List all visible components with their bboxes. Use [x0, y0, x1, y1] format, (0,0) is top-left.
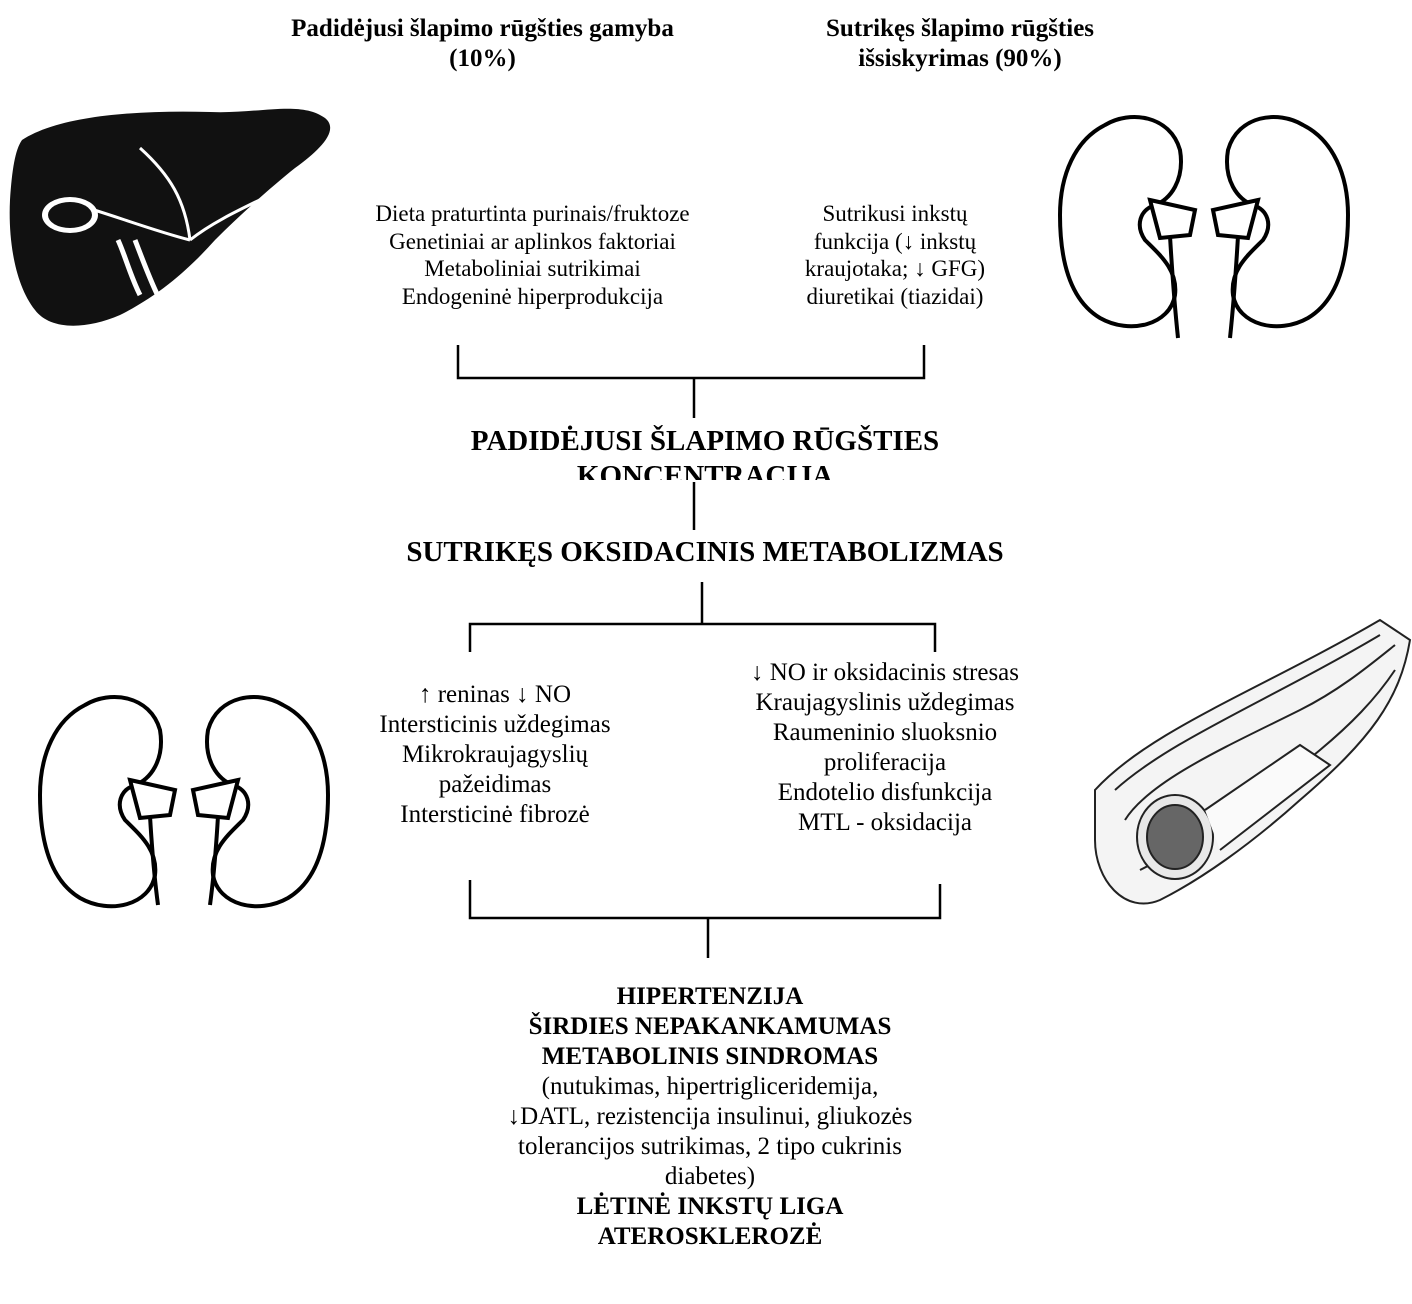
uric-acid-concentration-label: PADIDĖJUSI ŠLAPIMO RŪGŠTIES KONCENTRACIJ… — [400, 424, 1010, 480]
oxidative-metabolism-label: SUTRIKĘS OKSIDACINIS METABOLIZMAS — [360, 535, 1050, 570]
renal-effects-list: ↑ reninas ↓ NO Intersticinis uždegimas M… — [340, 680, 650, 830]
production-causes-list: Dieta praturtinta purinais/fruktoze Gene… — [330, 200, 735, 310]
clinical-outcomes-list: HIPERTENZIJA ŠIRDIES NEPAKANKAMUMAS META… — [400, 982, 1020, 1252]
vascular-effects-list: ↓ NO ir oksidacinis stresas Kraujagyslin… — [710, 658, 1060, 838]
increased-production-heading: Padidėjusi šlapimo rūgšties gamyba (10%) — [250, 14, 715, 74]
excretion-causes-list: Sutrikusi inkstų funkcija (↓ inkstų krau… — [760, 200, 1030, 310]
impaired-excretion-heading: Sutrikęs šlapimo rūgšties išsiskyrimas (… — [780, 14, 1140, 74]
